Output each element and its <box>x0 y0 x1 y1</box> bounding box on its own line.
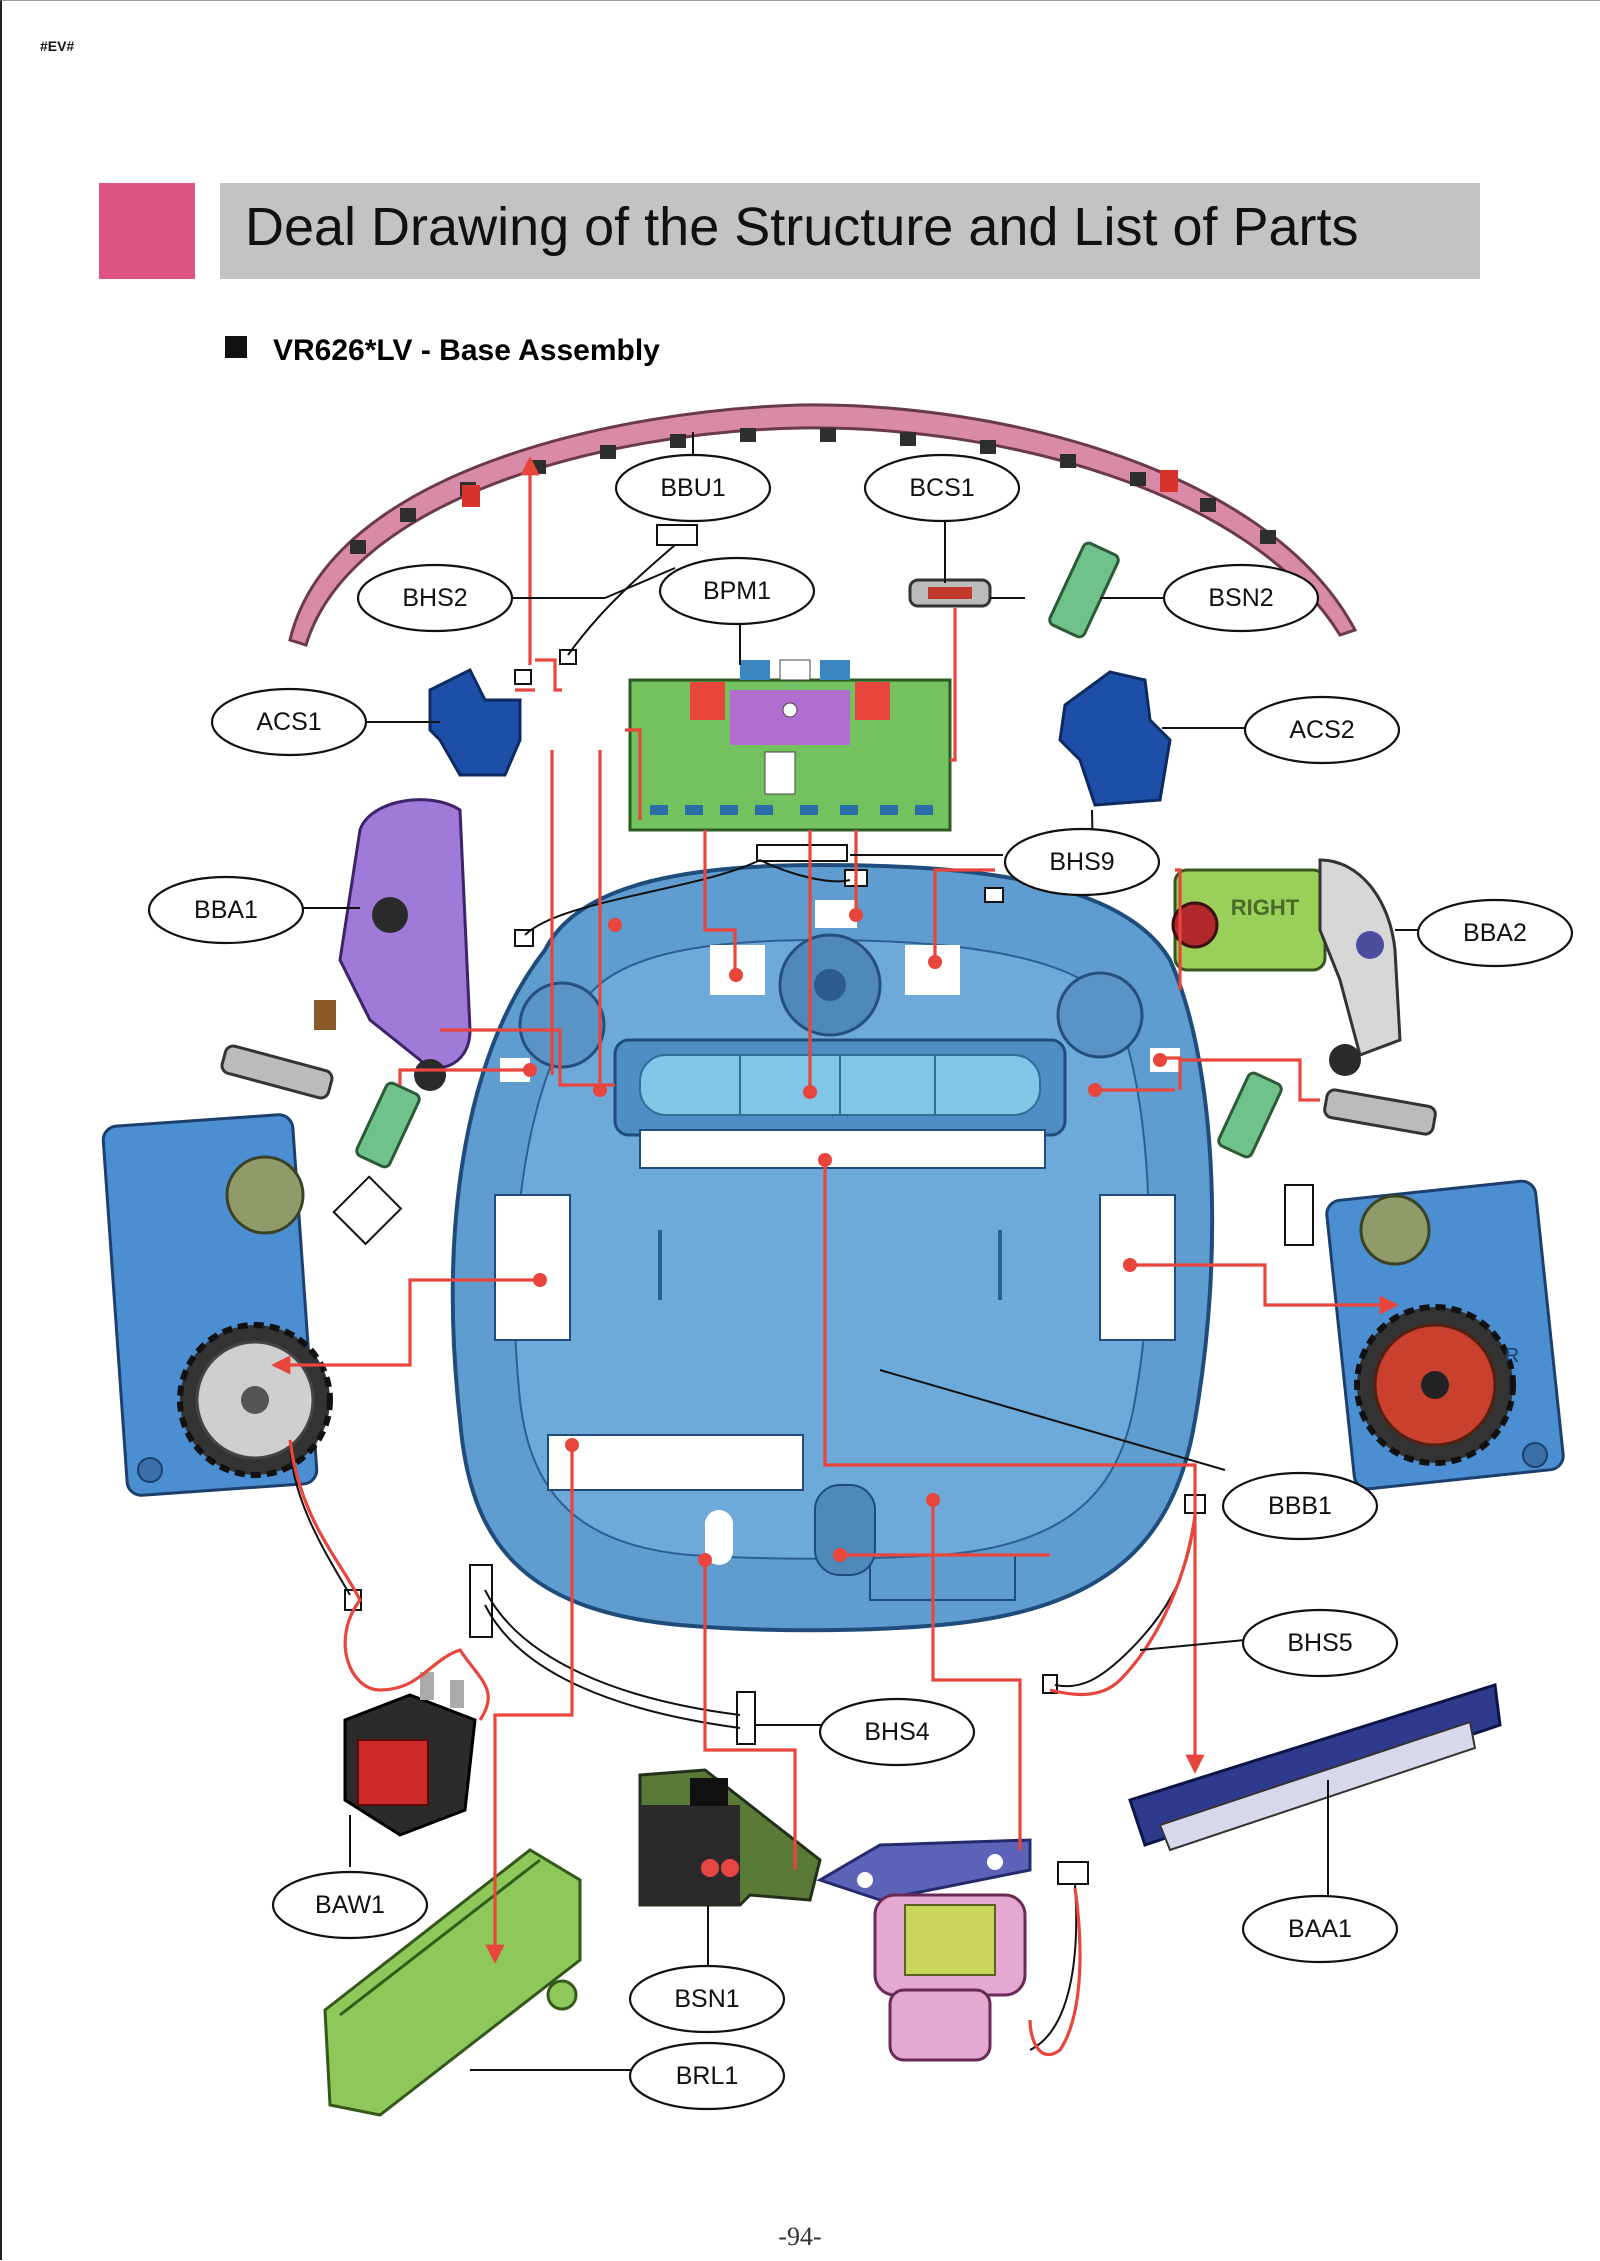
square-bullet-icon <box>225 336 247 358</box>
callout-bba2-label: BBA2 <box>1463 919 1527 947</box>
left-sensor-board-part <box>355 1081 421 1169</box>
callout-bba2: BBA2 <box>1416 898 1574 968</box>
right-wheel-module-part: R <box>1325 1179 1565 1491</box>
bsn1-module-part <box>638 1768 822 1907</box>
callout-bhs9: BHS9 <box>1003 827 1161 897</box>
bsn2-sensor-board-part <box>1048 541 1120 639</box>
base-body-part <box>450 862 1215 1633</box>
callout-bpm1: BPM1 <box>658 556 816 626</box>
right-brush-arm-part: RIGHT <box>1171 858 1402 1076</box>
suction-motor-part <box>816 1838 1032 2062</box>
callout-bpm1-label: BPM1 <box>703 577 771 605</box>
callout-bhs4-label: BHS4 <box>864 1718 929 1746</box>
callout-baa1-label: BAA1 <box>1288 1915 1352 1943</box>
callout-bhs5-label: BHS5 <box>1287 1629 1352 1657</box>
title-bar <box>220 183 1480 279</box>
callout-brl1: BRL1 <box>628 2041 786 2111</box>
corner-tag: #EV# <box>40 38 75 54</box>
callout-bsn2: BSN2 <box>1162 563 1320 633</box>
power-switch-part <box>343 1672 477 1837</box>
callout-bhs5: BHS5 <box>1241 1608 1399 1678</box>
right-connector-part <box>1323 1088 1437 1136</box>
callout-bhs2-label: BHS2 <box>402 584 467 612</box>
callout-bcs1: BCS1 <box>863 453 1021 523</box>
callout-bsn1-label: BSN1 <box>674 1985 739 2013</box>
callout-bba1: BBA1 <box>147 875 305 945</box>
left-brush-arm-part <box>314 798 472 1091</box>
page-number: -94- <box>778 2222 822 2251</box>
cliff-sensor-right-part <box>1058 670 1172 807</box>
title-accent-square <box>99 183 195 279</box>
callout-baw1: BAW1 <box>271 1870 429 1940</box>
right-sensor-board-part <box>1217 1071 1283 1159</box>
callout-bhs9-label: BHS9 <box>1049 848 1114 876</box>
connector-routes <box>271 456 1399 2057</box>
cliff-sensor-left-part <box>428 667 522 777</box>
wheel-embossed-mark: R <box>1505 1345 1519 1367</box>
callout-acs1: ACS1 <box>210 687 368 757</box>
connector-boxes <box>332 524 1314 1885</box>
callout-baw1-label: BAW1 <box>315 1891 385 1919</box>
battery-part <box>323 1848 582 2117</box>
main-pcb-part <box>628 659 952 832</box>
section-title: VR626*LV - Base Assembly <box>225 334 660 368</box>
section-title-text: VR626*LV - Base Assembly <box>273 334 660 367</box>
right-embossed-label: RIGHT <box>1231 895 1300 920</box>
bcs1-connector-part <box>908 578 992 608</box>
callout-bbu1-label: BBU1 <box>660 474 725 502</box>
callout-acs2: ACS2 <box>1243 695 1401 765</box>
callout-acs2-label: ACS2 <box>1289 716 1354 744</box>
callout-bbb1-label: BBB1 <box>1268 1492 1332 1520</box>
callout-baa1: BAA1 <box>1241 1894 1399 1964</box>
callout-bba1-label: BBA1 <box>194 896 258 924</box>
callout-bbb1: BBB1 <box>1221 1471 1379 1541</box>
callout-bbu1: BBU1 <box>614 453 772 523</box>
callout-bsn1: BSN1 <box>628 1964 786 2034</box>
callout-acs1-label: ACS1 <box>256 708 321 736</box>
callout-bhs4: BHS4 <box>818 1697 976 1767</box>
left-wheel-module-part <box>101 1113 333 1497</box>
page-title: Deal Drawing of the Structure and List o… <box>245 197 1359 257</box>
callout-brl1-label: BRL1 <box>676 2062 739 2090</box>
callout-bhs2: BHS2 <box>356 563 514 633</box>
callout-bcs1-label: BCS1 <box>909 474 974 502</box>
left-connector-part <box>220 1044 334 1100</box>
brush-bar-part <box>1128 1683 1502 1852</box>
callout-bsn2-label: BSN2 <box>1208 584 1273 612</box>
